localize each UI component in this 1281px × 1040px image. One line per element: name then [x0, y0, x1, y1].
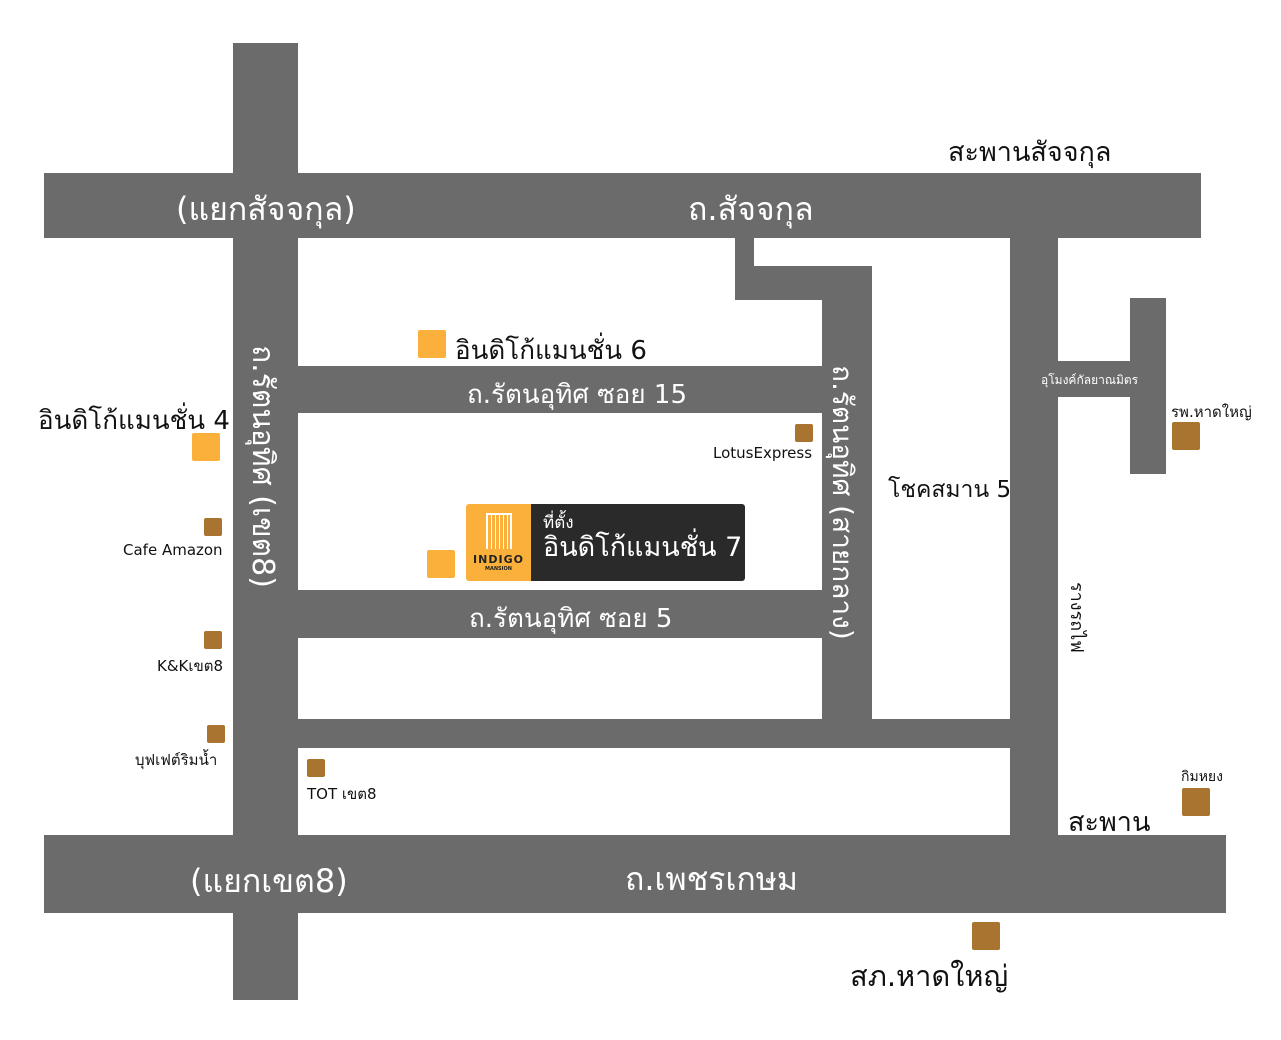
road-inner-bottom [298, 719, 1010, 748]
pin-indigo6[interactable] [418, 330, 446, 358]
road-right-vertical [1010, 238, 1058, 835]
road-label-top-junction: (แยกสัจจกุล) [176, 190, 356, 228]
pin-cafe[interactable] [204, 518, 222, 536]
road-soi15 [298, 366, 822, 413]
road-label-middle-vertical: ถ.รัตนอุทิศ (สายกลาง) [826, 365, 859, 640]
pin-indigo7[interactable] [427, 550, 455, 578]
road-label-tunnel: อุโมงค์กัลยาณมิตร [1041, 373, 1139, 387]
road-middle-vertical [822, 266, 872, 719]
poi-kk: K&Kเขต8 [157, 657, 224, 675]
logo-sub: MANSION [485, 566, 512, 572]
callout-indigo7[interactable]: INDIGO MANSION ที่ตั้ง อินดิโก้แมนชั่น 7 [466, 504, 745, 581]
poi-lotus: LotusExpress [713, 444, 813, 462]
pin-kimhiang[interactable] [1182, 788, 1210, 816]
logo-main: INDIGO [473, 553, 524, 566]
road-label-left-vertical: ถ.รัตนอุทิศ (เขต8) [245, 345, 280, 588]
road-label-bottom: ถ.เพชรเกษม [625, 860, 798, 898]
road-label-bottom-junction: (แยกเขต8) [190, 862, 348, 900]
poi-indigo6: อินดิโก้แมนชั่น 6 [455, 336, 647, 366]
road-label-soi15: ถ.รัตนอุทิศ ซอย 15 [467, 380, 687, 410]
poi-police: สภ.หาดใหญ่ [850, 959, 1009, 993]
poi-buffet: บุฟเฟต์ริมน้ำ [135, 751, 218, 769]
poi-tot: TOT เขต8 [307, 785, 377, 803]
pin-indigo4[interactable] [192, 433, 220, 461]
road-soi5 [298, 590, 822, 638]
label-bridge-bottom: สะพาน [1068, 807, 1151, 838]
road-connector-bar [735, 266, 872, 300]
label-chokesaman: โชคสมาน 5 [888, 477, 1012, 503]
callout-line2: อินดิโก้แมนชั่น 7 [543, 532, 743, 563]
indigo-logo: INDIGO MANSION [466, 504, 531, 581]
tunnel-vertical [1130, 298, 1166, 474]
callout-line1: ที่ตั้ง [543, 513, 574, 533]
road-label-soi5: ถ.รัตนอุทิศ ซอย 5 [469, 604, 673, 634]
road-label-railway: รางรถไฟ [1066, 582, 1087, 653]
poi-indigo4: อินดิโก้แมนชั่น 4 [38, 406, 230, 436]
callout-text: ที่ตั้ง อินดิโก้แมนชั่น 7 [531, 504, 745, 581]
pin-lotus[interactable] [795, 424, 813, 442]
poi-hospital: รพ.หาดใหญ่ [1171, 403, 1252, 421]
pin-police[interactable] [972, 922, 1000, 950]
road-label-top: ถ.สัจจกุล [688, 190, 814, 228]
label-bridge-top: สะพานสัจจกุล [948, 137, 1112, 168]
road-bottom [44, 835, 1226, 913]
poi-kimhiang: กิมหยง [1181, 769, 1223, 785]
pin-tot[interactable] [307, 759, 325, 777]
pin-buffet[interactable] [207, 725, 225, 743]
road-top [44, 173, 1201, 238]
pin-kk[interactable] [204, 631, 222, 649]
tunnel-horizontal [1058, 361, 1130, 397]
pin-hospital[interactable] [1172, 422, 1200, 450]
building-icon [485, 513, 512, 549]
poi-cafe: Cafe Amazon [123, 541, 223, 559]
